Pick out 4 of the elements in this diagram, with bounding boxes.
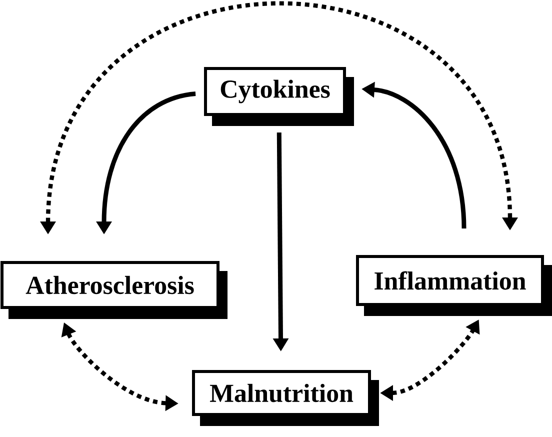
text-box: Malnutrition	[192, 370, 379, 426]
text-box: Cytokines	[204, 66, 354, 126]
text-box: Inflammation	[356, 254, 552, 316]
text-box: Atherosclerosis	[0, 260, 228, 319]
